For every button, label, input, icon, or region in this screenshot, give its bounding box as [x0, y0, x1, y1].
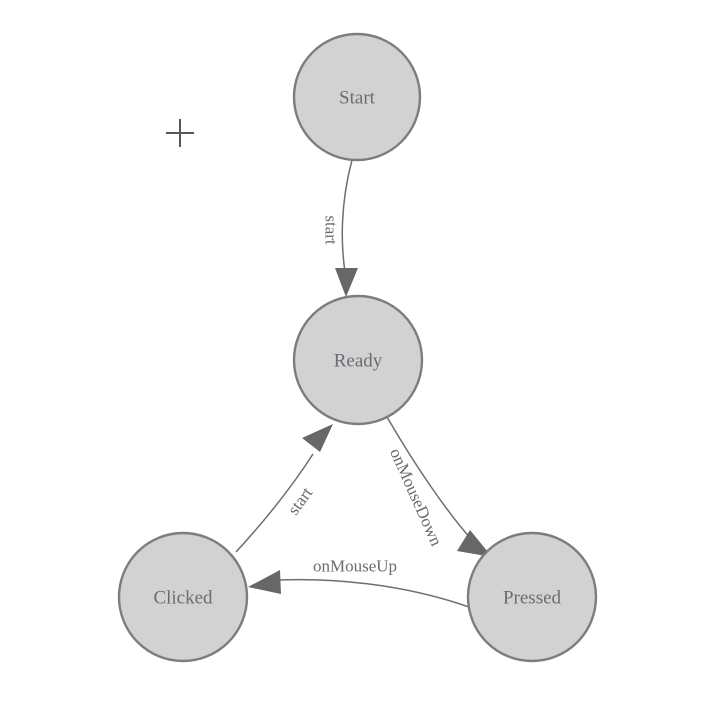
edge-start-to-ready-path[interactable]: [341, 159, 353, 273]
edge-start-to-ready[interactable]: start: [322, 159, 359, 297]
edge-label-pressed-to-clicked: onMouseUp: [313, 557, 397, 576]
edge-clicked-to-ready[interactable]: start: [235, 424, 333, 553]
node-start[interactable]: Start: [292, 32, 422, 162]
crosshair-icon: [166, 119, 194, 147]
edge-start-to-ready-arrowhead: [335, 268, 358, 297]
edge-ready-to-pressed-path[interactable]: [386, 416, 473, 541]
edge-label-start-to-ready: start: [322, 215, 341, 245]
edge-pressed-to-clicked-path[interactable]: [276, 578, 470, 608]
node-clicked-label: Clicked: [153, 588, 213, 609]
node-pressed-circle[interactable]: [466, 531, 598, 663]
node-ready-circle[interactable]: [292, 294, 424, 426]
edge-pressed-to-clicked-arrowhead: [248, 570, 281, 594]
node-clicked-circle[interactable]: [117, 531, 249, 663]
edge-pressed-to-clicked[interactable]: onMouseUp: [248, 557, 470, 608]
node-ready[interactable]: Ready: [292, 294, 424, 426]
node-ready-label: Ready: [334, 351, 383, 372]
edge-ready-to-pressed[interactable]: onMouseDown: [386, 416, 492, 557]
node-clicked[interactable]: Clicked: [117, 531, 249, 663]
edge-clicked-to-ready-path[interactable]: [235, 453, 314, 553]
edge-label-ready-to-pressed: onMouseDown: [386, 445, 446, 549]
edge-clicked-to-ready-arrowhead: [302, 424, 333, 452]
node-pressed[interactable]: Pressed: [466, 531, 598, 663]
node-start-label: Start: [339, 88, 376, 109]
edge-ready-to-pressed-arrowhead: [457, 530, 492, 557]
node-pressed-label: Pressed: [503, 588, 562, 609]
node-start-circle[interactable]: [292, 32, 422, 162]
